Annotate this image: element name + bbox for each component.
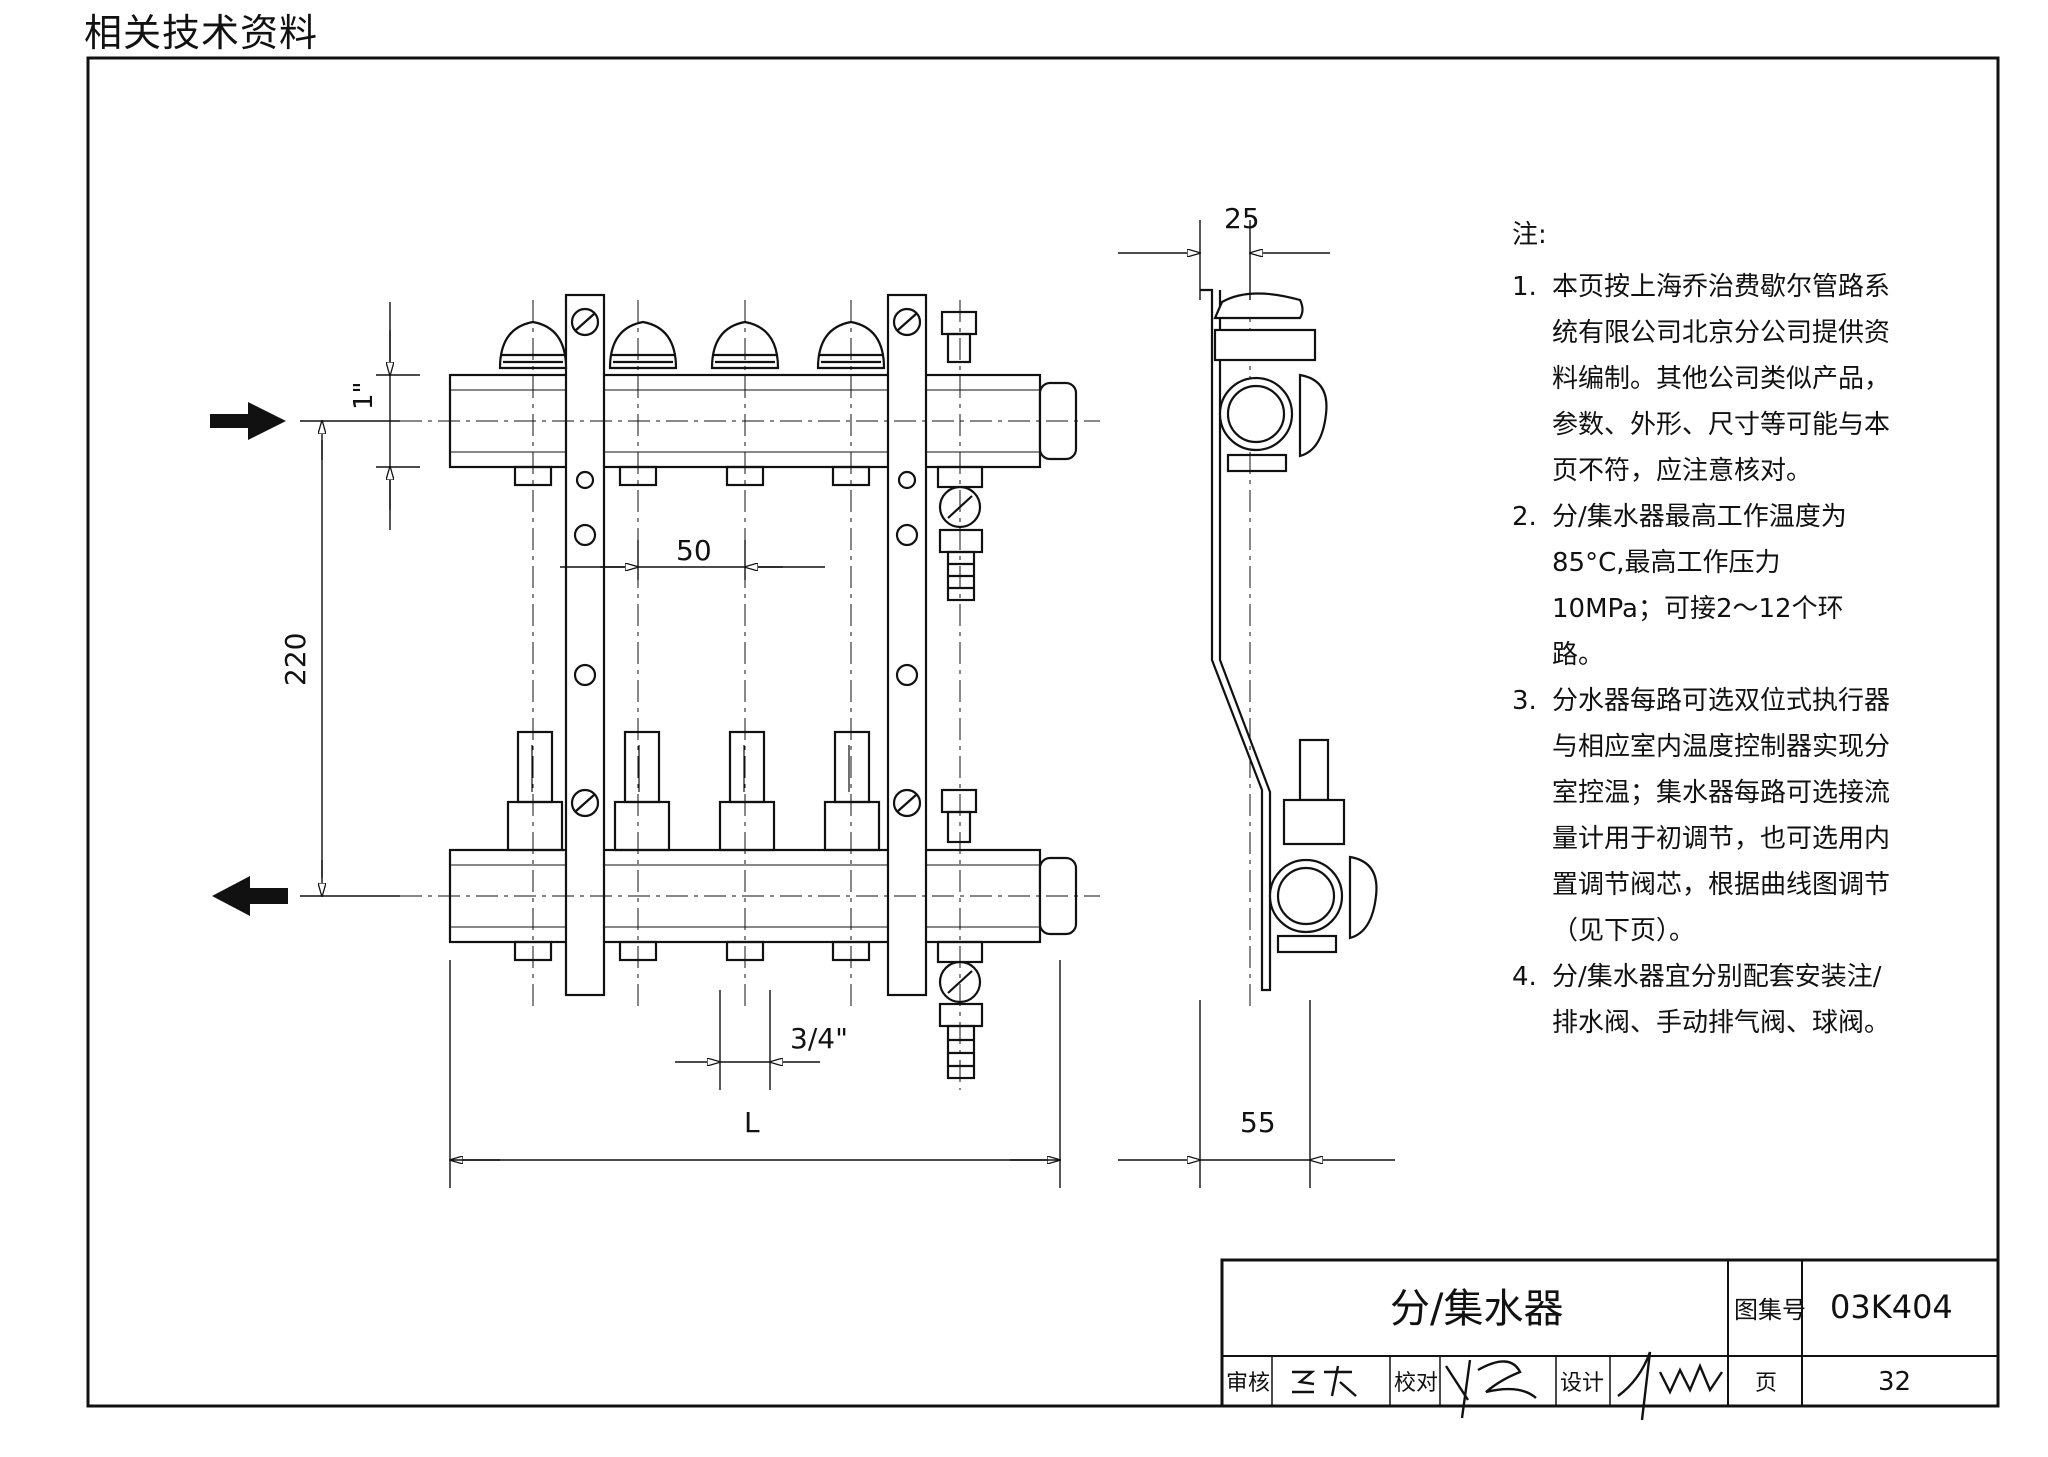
title-block-review-label: 审核 [1226, 1371, 1270, 1396]
note-number: 2. [1512, 502, 1537, 532]
supply-valve-knobs [498, 320, 886, 370]
dim-label-25: 25 [1224, 202, 1260, 235]
note-number: 1. [1512, 272, 1537, 302]
note-item: 1. 本页按上海乔治费歇尔管路系统有限公司北京分公司提供资料编制。其他公司类似产… [1512, 264, 1892, 494]
dim-label-220: 220 [279, 633, 312, 686]
dim-label-55: 55 [1240, 1106, 1276, 1139]
supply-pipe-section [1218, 376, 1294, 452]
note-text: 分水器每路可选双位式执行器与相应室内温度控制器实现分室控温；集水器每路可选接流量… [1552, 686, 1891, 946]
drawing-frame [86, 56, 2000, 1408]
title-block-drawing-title: 分/集水器 [1390, 1286, 1563, 1332]
note-number: 4. [1512, 962, 1537, 992]
title-block-atlas-label: 图集号 [1734, 1296, 1806, 1324]
title-block [1220, 1258, 2000, 1421]
note-text: 本页按上海乔治费歇尔管路系统有限公司北京分公司提供资料编制。其他公司类似产品，参… [1552, 272, 1891, 486]
dim-label-L: L [744, 1106, 760, 1139]
front-dimensions [300, 302, 1060, 1188]
note-item: 2. 分/集水器最高工作温度为85°C,最高工作压力10MPa；可接2～12个环… [1512, 494, 1892, 678]
note-item: 3. 分水器每路可选双位式执行器与相应室内温度控制器实现分室控温；集水器每路可选… [1512, 678, 1892, 954]
outlet-arrow [212, 876, 288, 916]
note-number: 3. [1512, 686, 1537, 716]
design-signature [1617, 1351, 1723, 1421]
bracket-right [886, 293, 928, 997]
dim-label-1in: 1" [349, 381, 379, 410]
return-pipe-section [1268, 858, 1344, 934]
title-block-page-value: 32 [1878, 1367, 1911, 1397]
note-text: 分/集水器宜分别配套安装注/排水阀、手动排气阀、球阀。 [1552, 962, 1891, 1038]
title-block-check-label: 校对 [1394, 1371, 1438, 1396]
manifold-front-view [448, 293, 1078, 1080]
notes-section: 注: 1. 本页按上海乔治费歇尔管路系统有限公司北京分公司提供资料编制。其他公司… [1512, 212, 1892, 1046]
center-lines [400, 300, 1251, 1090]
manifold-side-view [1200, 288, 1378, 992]
review-signature [1292, 1365, 1357, 1397]
notes-heading: 注: [1512, 220, 1547, 250]
dim-label-50: 50 [676, 534, 712, 567]
title-block-atlas-value: 03K404 [1830, 1288, 1953, 1326]
note-text: 分/集水器最高工作温度为85°C,最高工作压力10MPa；可接2～12个环路。 [1552, 502, 1847, 670]
check-signature [1444, 1359, 1537, 1419]
title-block-page-label: 页 [1755, 1371, 1777, 1396]
bracket-left [564, 293, 606, 997]
side-dimensions [1118, 220, 1395, 1188]
page-header-title: 相关技术资料 [84, 11, 319, 55]
flow-meters [506, 730, 881, 852]
title-block-design-label: 设计 [1560, 1371, 1604, 1396]
side-bracket [1200, 288, 1272, 992]
note-item: 4. 分/集水器宜分别配套安装注/排水阀、手动排气阀、球阀。 [1512, 954, 1892, 1046]
inlet-arrow [210, 402, 286, 440]
dim-label-3-4: 3/4" [790, 1022, 848, 1055]
